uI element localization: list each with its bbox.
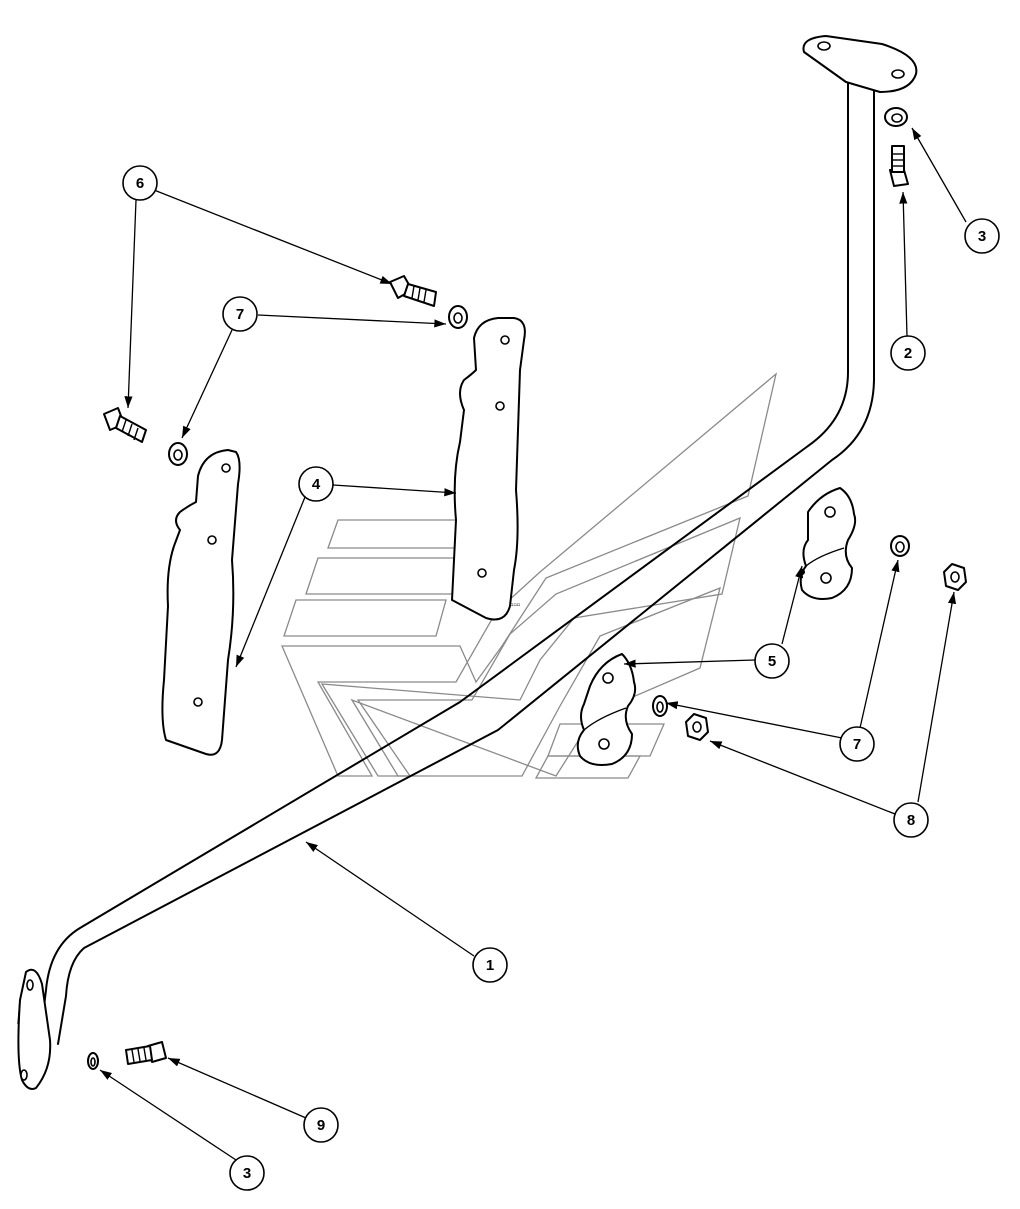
bolt-6-upper <box>389 275 437 307</box>
support-rod <box>17 35 918 1090</box>
callout-9: 9 <box>303 1107 339 1143</box>
callout-1: 1 <box>472 947 508 983</box>
callout-7-left-label: 7 <box>236 306 244 323</box>
callout-5: 5 <box>754 643 790 679</box>
nut-8-right <box>943 563 967 591</box>
callout-3-top-label: 3 <box>978 228 986 245</box>
washer-7-left <box>168 442 188 466</box>
washer-7-right <box>890 535 910 557</box>
callout-2-label: 2 <box>904 345 912 362</box>
mounting-strap-lower <box>161 449 241 756</box>
lock-washer-3-bottom <box>87 1052 99 1070</box>
callout-9-label: 9 <box>317 1117 325 1134</box>
callout-3-bottom-label: 3 <box>243 1165 251 1182</box>
callout-4-label: 4 <box>312 476 321 493</box>
clamp-bracket-lower <box>576 653 637 766</box>
callout-7-left: 7 <box>222 296 258 332</box>
callout-6-label: 6 <box>136 175 144 192</box>
washer-7-upper <box>448 305 468 329</box>
callout-3-bottom: 3 <box>229 1155 265 1191</box>
lock-washer-3-top <box>884 107 908 127</box>
bolt-9 <box>125 1041 167 1065</box>
callout-5-label: 5 <box>768 653 776 670</box>
callout-3-top: 3 <box>964 218 1000 254</box>
part-stamp: ▫▫▫ <box>510 602 520 608</box>
callout-8-label: 8 <box>907 812 915 829</box>
callout-7-right-label: 7 <box>853 736 861 753</box>
mounting-strap-upper: ▫▫▫ <box>451 317 526 621</box>
callout-7-right: 7 <box>839 726 875 762</box>
callout-4: 4 <box>298 466 334 502</box>
callout-1-label: 1 <box>486 957 494 974</box>
bolt-2 <box>889 145 909 187</box>
bolt-6-lower <box>103 407 147 443</box>
clamp-bracket-upper <box>799 487 857 600</box>
nut-8-lower <box>685 713 709 741</box>
callout-2: 2 <box>890 335 926 371</box>
washer-7-lower <box>652 695 668 717</box>
leader-lines <box>99 127 967 1161</box>
callout-6: 6 <box>122 165 158 201</box>
callout-8: 8 <box>893 802 929 838</box>
